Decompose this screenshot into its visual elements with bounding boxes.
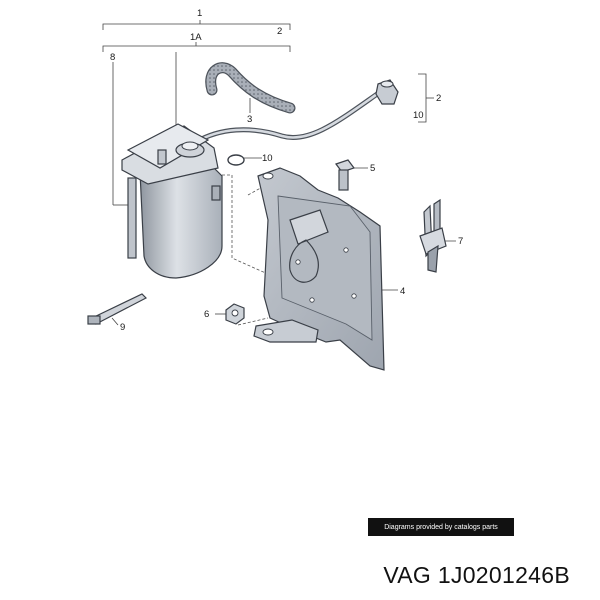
group-bracket-1a — [102, 42, 291, 52]
callout-4: 4 — [400, 286, 405, 297]
callout-7: 7 — [458, 236, 463, 247]
callout-10-right: 10 — [413, 110, 424, 121]
nut-6 — [225, 303, 245, 325]
cable-tie-9 — [87, 293, 148, 325]
callout-8: 8 — [110, 52, 115, 63]
callout-3: 3 — [247, 114, 252, 125]
callout-1: 1 — [197, 8, 202, 19]
callout-5: 5 — [370, 163, 375, 174]
group-bracket-1 — [102, 20, 291, 30]
attribution-banner: Diagrams provided by catalogs parts — [368, 518, 514, 536]
bolt-5 — [335, 159, 355, 191]
clip-7 — [419, 198, 447, 273]
callout-2-top: 2 — [277, 26, 282, 37]
callout-1a: 1A — [190, 32, 202, 43]
callout-10: 10 — [262, 153, 273, 164]
elbow-connector — [375, 79, 399, 105]
callout-6: 6 — [204, 309, 209, 320]
callout-9: 9 — [120, 322, 125, 333]
callout-2-right: 2 — [436, 93, 441, 104]
part-number-label: VAG 1J0201246B — [383, 562, 570, 588]
group-bracket-2 — [418, 73, 434, 123]
carbon-canister-tank — [121, 123, 223, 279]
mounting-bracket-4 — [253, 167, 385, 371]
vent-pipe — [193, 89, 383, 145]
o-ring-10 — [227, 154, 245, 166]
